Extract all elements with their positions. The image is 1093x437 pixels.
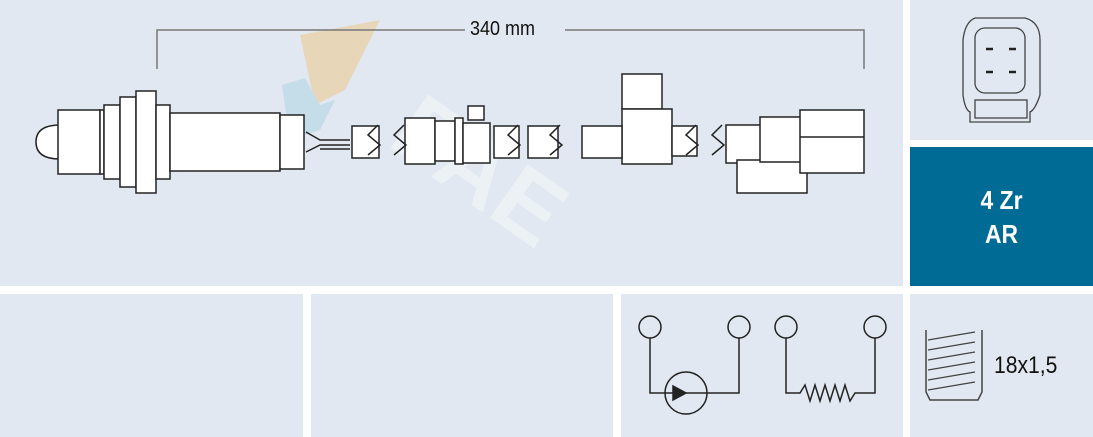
badge-panel xyxy=(910,147,1093,286)
thread-panel xyxy=(910,294,1093,437)
dimension-line xyxy=(156,29,865,69)
oxygen-sensor-drawing xyxy=(35,73,865,194)
badge-line-1: 4 Zr xyxy=(980,184,1023,215)
sensor-body xyxy=(169,112,281,172)
sensor-type-badge: 4 Zr AR xyxy=(921,147,1082,286)
thread-size-label: 18x1,5 xyxy=(994,352,1058,379)
connector-panel xyxy=(910,0,1093,140)
sensor-tip xyxy=(35,124,61,160)
empty-panel-2 xyxy=(311,294,613,437)
hex-nut xyxy=(135,90,157,194)
heater-resistor-icon xyxy=(774,315,887,404)
badge-line-2: AR xyxy=(984,218,1019,249)
4-pin-connector-icon xyxy=(962,17,1041,123)
length-dimension-label: 340 mm xyxy=(470,18,536,40)
circuit-panel xyxy=(621,294,903,437)
pump-circuit-icon xyxy=(638,315,751,415)
thread-icon xyxy=(925,330,983,401)
empty-panel-1 xyxy=(0,294,303,437)
svg-text:FAE: FAE xyxy=(373,75,585,268)
